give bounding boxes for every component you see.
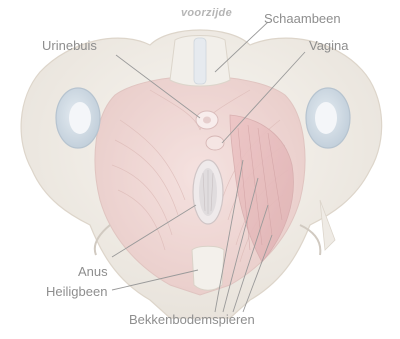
label-anus: Anus: [78, 265, 108, 278]
label-heiligbeen: Heiligbeen: [46, 285, 107, 298]
label-schaambeen: Schaambeen: [264, 12, 341, 25]
label-urinebuis: Urinebuis: [42, 39, 97, 52]
label-bekkenbodemspieren: Bekkenbodemspieren: [129, 313, 255, 326]
diagram-title: voorzijde: [181, 8, 232, 19]
label-vagina: Vagina: [309, 39, 349, 52]
